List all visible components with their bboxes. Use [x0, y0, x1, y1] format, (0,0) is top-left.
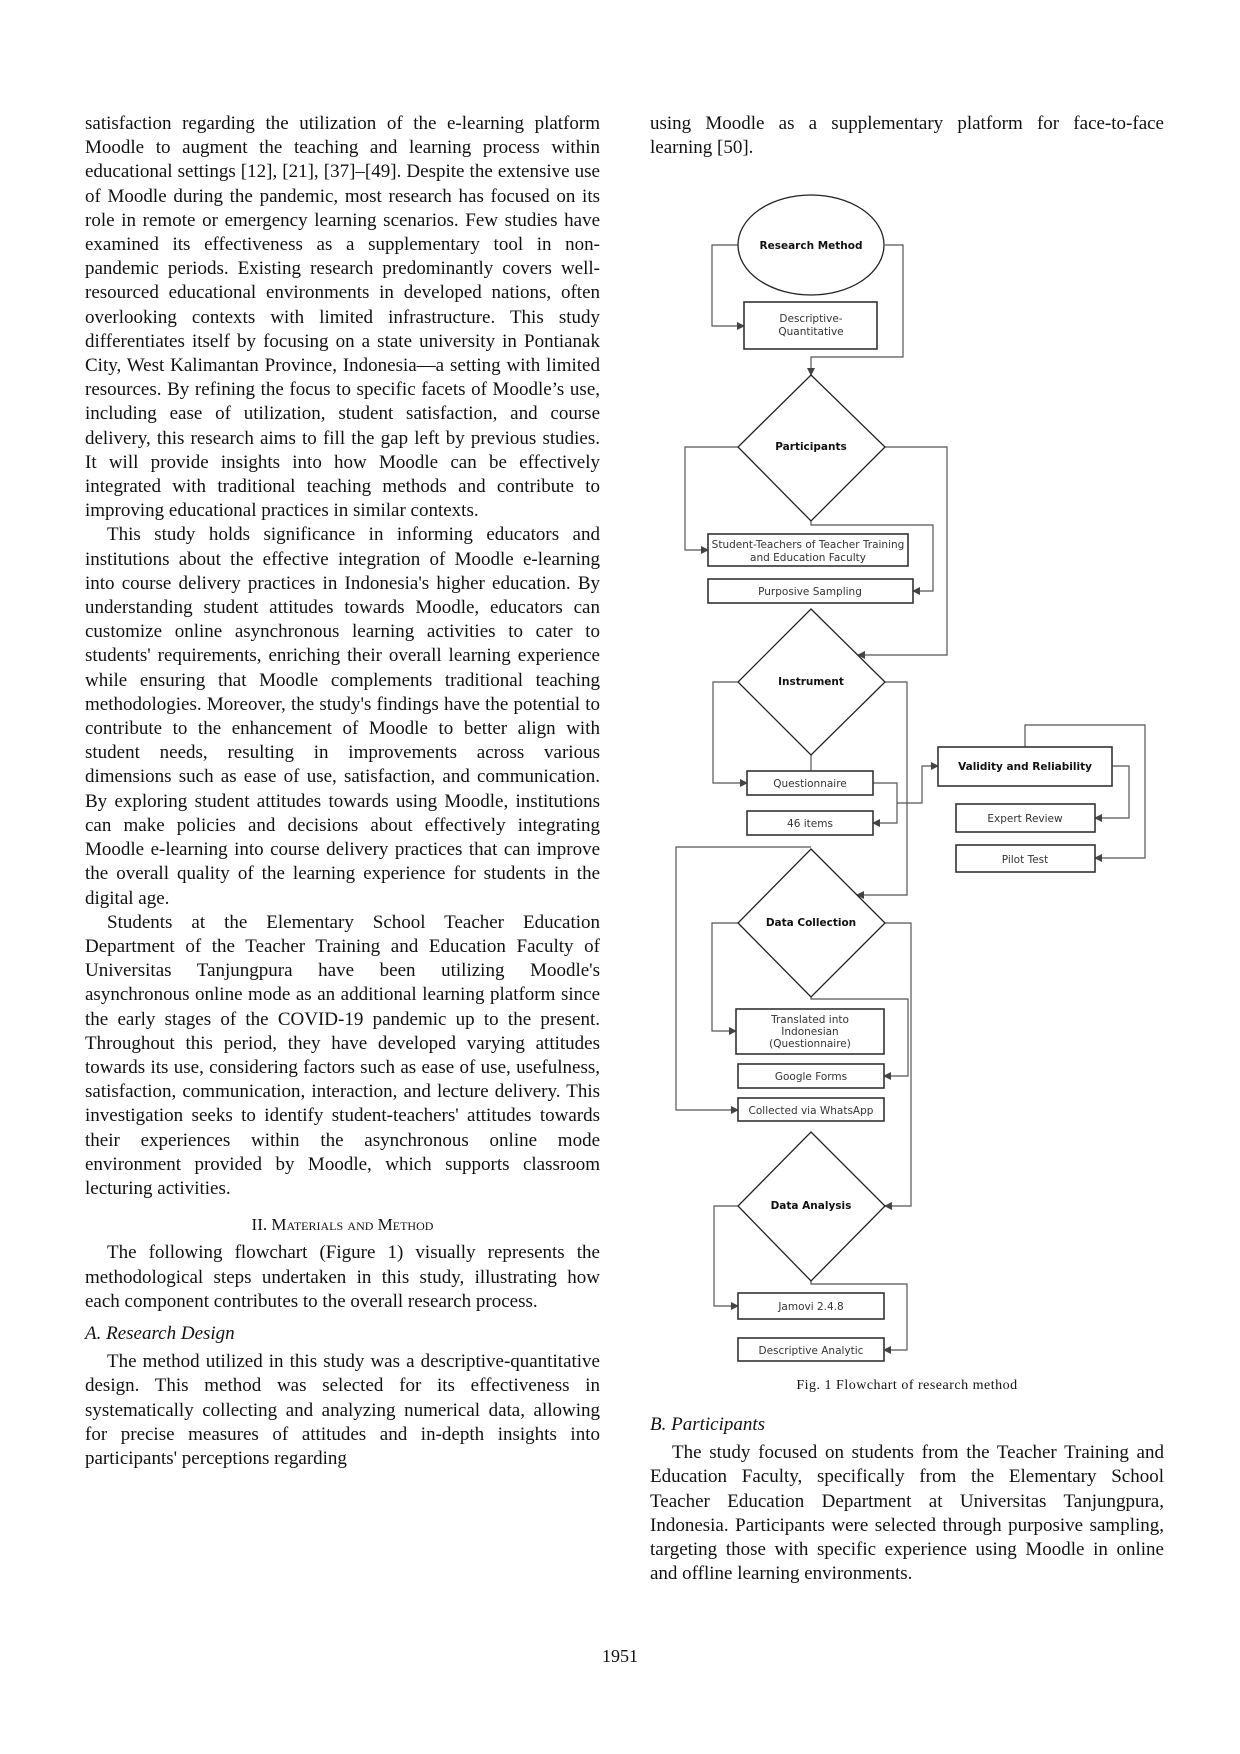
- figure-caption: Fig. 1 Flowchart of research method: [796, 1378, 1018, 1393]
- jamovi-box: [737, 1292, 885, 1320]
- paragraph: The method utilized in this study was a …: [85, 1351, 600, 1469]
- validity-reliability-label: Validity and Reliability: [958, 761, 1092, 773]
- left-column: satisfaction regarding the utilization o…: [85, 112, 600, 1471]
- section-heading: II. Materials and Method: [251, 1215, 434, 1235]
- participants-label: Participants: [775, 441, 846, 453]
- connector: [711, 244, 745, 330]
- connector: [1094, 765, 1130, 822]
- questionnaire-box: [746, 770, 874, 796]
- subsection-heading: B. Participants: [650, 1414, 766, 1435]
- data-analysis-label: Data Analysis: [771, 1200, 852, 1212]
- connector: [810, 521, 934, 595]
- connector: [856, 681, 908, 899]
- data-collection-diamond: [737, 848, 886, 998]
- expert-review-box: [955, 803, 1096, 833]
- items-label: 46 items: [787, 818, 833, 830]
- connector: [712, 681, 748, 787]
- connector: [713, 1205, 739, 1310]
- whatsapp-box: [737, 1097, 885, 1122]
- translated-label: Translated into: [770, 1014, 849, 1026]
- data-collection-label: Data Collection: [766, 917, 856, 929]
- page-number: 1951: [602, 1646, 638, 1666]
- pilot-test-box: [955, 844, 1096, 873]
- student-teachers-label: and Education Faculty: [750, 552, 866, 564]
- paragraph: This study holds significance in informi…: [85, 524, 600, 909]
- validity-reliability-box: [937, 746, 1113, 787]
- paragraph: using Moodle as a supplementary platform…: [650, 113, 1164, 159]
- translated-box: [735, 1008, 885, 1055]
- connector: [711, 922, 738, 1035]
- paragraph: The following flowchart (Figure 1) visua…: [85, 1242, 600, 1312]
- items-box: [746, 810, 874, 836]
- connector: [810, 997, 909, 1080]
- instrument-label: Instrument: [778, 676, 844, 688]
- connector: [897, 762, 939, 804]
- descriptive-quantitative-box: [743, 301, 878, 350]
- student-teachers-box: [707, 533, 909, 567]
- purposive-sampling-box: [707, 578, 914, 604]
- connector: [872, 782, 898, 827]
- connector: [684, 446, 738, 554]
- expert-review-label: Expert Review: [987, 813, 1063, 825]
- instrument-diamond: [737, 608, 886, 756]
- paragraph: Students at the Elementary School Teache…: [85, 911, 600, 1199]
- translated-label: (Questionnaire): [769, 1038, 851, 1050]
- translated-label: Indonesian: [781, 1026, 838, 1038]
- paragraph: satisfaction regarding the utilization o…: [85, 113, 600, 522]
- questionnaire-label: Questionnaire: [773, 778, 847, 790]
- right-column-top: using Moodle as a supplementary platform…: [650, 112, 1164, 160]
- connector: [810, 1281, 908, 1354]
- research-method-label: Research Method: [760, 240, 863, 252]
- descriptive-label: Descriptive-: [779, 313, 842, 325]
- connector: [857, 446, 948, 659]
- connector: [675, 846, 811, 1114]
- connector: [1024, 724, 1146, 862]
- quantitative-label: Quantitative: [778, 326, 843, 338]
- connectors: [675, 244, 1146, 1354]
- student-teachers-label: Student-Teachers of Teacher Training: [712, 539, 905, 551]
- research-method-node: [737, 194, 885, 296]
- pilot-test-label: Pilot Test: [1002, 854, 1049, 866]
- connector: [884, 922, 912, 1210]
- descriptive-analytic-label: Descriptive Analytic: [759, 1345, 864, 1357]
- jamovi-label: Jamovi 2.4.8: [777, 1301, 843, 1313]
- connector: [807, 244, 904, 376]
- right-column-bottom: B. Participants The study focused on stu…: [650, 1413, 1164, 1586]
- data-analysis-diamond: [737, 1131, 886, 1282]
- paragraph: The study focused on students from the T…: [650, 1442, 1164, 1585]
- google-forms-label: Google Forms: [775, 1071, 847, 1083]
- participants-diamond: [737, 374, 886, 522]
- descriptive-analytic-box: [737, 1337, 885, 1362]
- whatsapp-label: Collected via WhatsApp: [749, 1105, 874, 1117]
- purposive-sampling-label: Purposive Sampling: [758, 586, 862, 598]
- google-forms-box: [737, 1063, 885, 1089]
- subsection-heading: A. Research Design: [85, 1322, 235, 1344]
